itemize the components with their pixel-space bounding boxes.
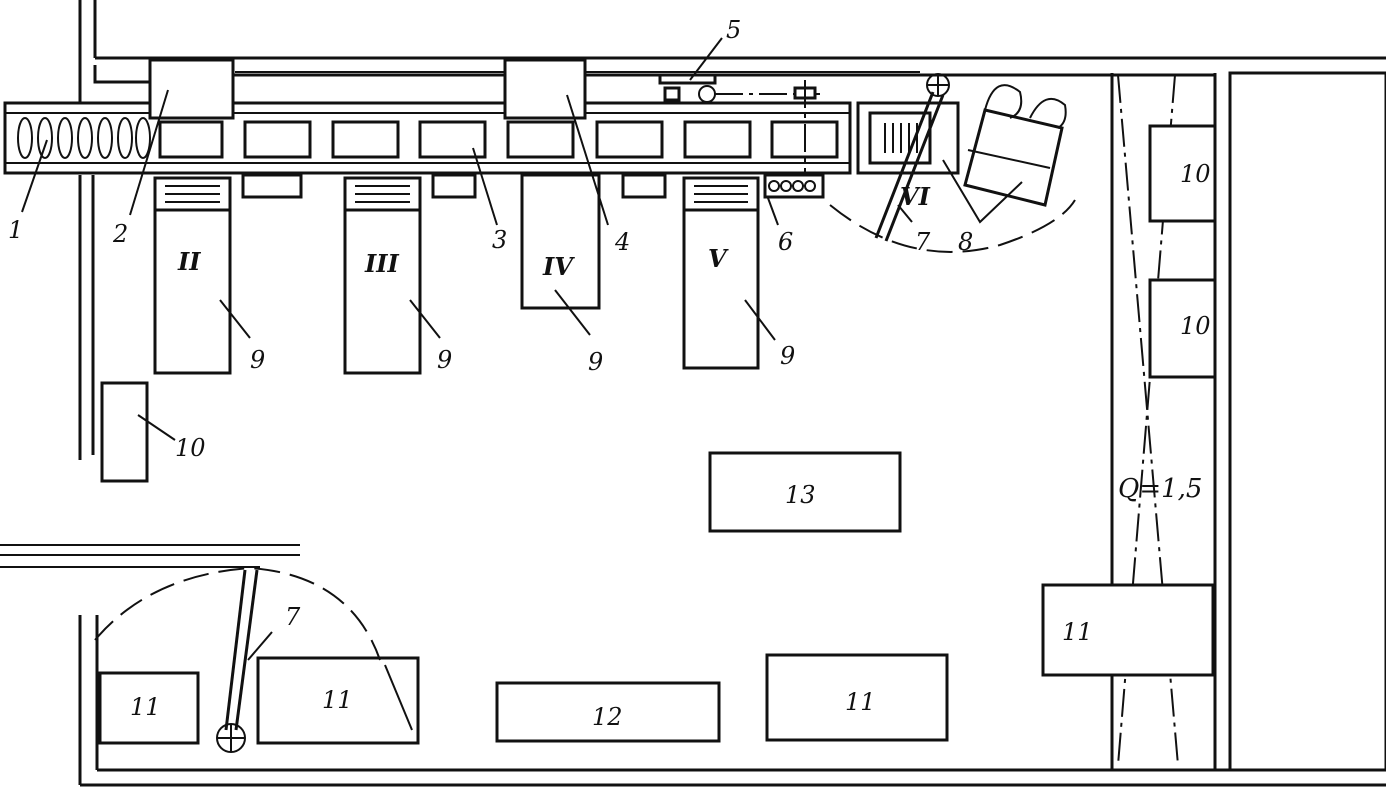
label-8: 8 [958, 228, 973, 256]
crane-capacity-label: Q=1,5 [1118, 474, 1202, 504]
label-9: 9 [250, 346, 265, 374]
rack-10 [1148, 124, 1217, 223]
station-vi [829, 84, 1076, 253]
rack-10 [100, 381, 149, 483]
label-10: 10 [1180, 312, 1211, 340]
chain-roller-section [17, 117, 151, 159]
label-11: 11 [1062, 618, 1093, 646]
label-5: 5 [726, 16, 741, 44]
table-13 [708, 451, 902, 533]
station-vi-label: VI [900, 182, 931, 211]
label-12: 12 [592, 703, 623, 731]
station-iii-label: III [364, 249, 399, 278]
roller-table-6 [763, 173, 825, 199]
label-13: 13 [785, 481, 816, 509]
label-9: 9 [588, 348, 603, 376]
label-11: 11 [845, 688, 876, 716]
label-1: 1 [8, 216, 23, 244]
callout-labels: 1 2 3 4 5 6 7 8 9 9 9 9 10 10 10 7 11 11… [8, 16, 1211, 731]
storage-11 [1041, 583, 1215, 677]
label-6: 6 [778, 228, 793, 256]
label-9: 9 [437, 346, 452, 374]
label-10: 10 [175, 434, 206, 462]
label-4: 4 [614, 228, 630, 256]
loading-hoist-2 [148, 58, 235, 120]
jib-crane-7-top [874, 73, 950, 242]
label-11: 11 [322, 686, 353, 714]
storage-11 [256, 656, 420, 745]
rack-10 [1148, 278, 1217, 379]
bath-stations [153, 173, 760, 375]
label-11: 11 [130, 693, 161, 721]
station-labels: II III IV V VI [177, 182, 931, 281]
table-12 [495, 681, 721, 743]
storage-11 [98, 671, 200, 745]
station-v-label: V [708, 244, 729, 273]
leader-lines [21, 37, 1023, 661]
drive-unit-5 [658, 73, 820, 190]
label-2: 2 [112, 220, 128, 248]
jib-crane-7-bottom [94, 566, 413, 753]
storage-11 [765, 653, 949, 742]
label-10: 10 [1180, 160, 1211, 188]
transfer-hoist-4 [503, 58, 587, 120]
label-7-bottom: 7 [285, 603, 301, 631]
station-iv-label: IV [542, 252, 575, 281]
label-7-top: 7 [915, 228, 931, 256]
station-ii-label: II [177, 247, 201, 276]
conveyor-line [3, 101, 852, 175]
label-9: 9 [780, 342, 795, 370]
label-3: 3 [492, 226, 507, 254]
